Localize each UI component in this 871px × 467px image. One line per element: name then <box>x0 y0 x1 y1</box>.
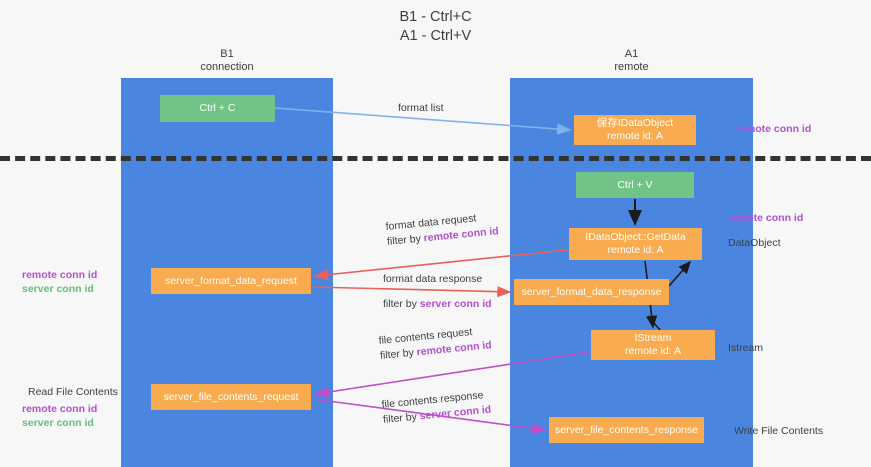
node-server-format-data-response[interactable]: server_format_data_response <box>514 279 669 305</box>
annotation-left-remote-conn-id-1: remote conn id <box>22 269 98 281</box>
node-server-file-contents-request[interactable]: server_file_contents_request <box>151 384 311 410</box>
node-idataobject-getdata-title: IDataObject::GetData <box>585 231 686 243</box>
edge-label-format-data-request-prefix: filter by <box>386 232 425 248</box>
edge-label-format-list-text: format list <box>398 102 444 114</box>
annotation-left-remote-conn-id-2: remote conn id <box>22 403 98 415</box>
node-server-format-data-request-label: server_format_data_request <box>165 274 297 287</box>
node-ctrl-v-label: Ctrl + V <box>617 178 653 191</box>
edge-label-format-list: format list <box>398 101 444 116</box>
page-title-line-1: B1 - Ctrl+C <box>399 9 472 25</box>
edge-label-format-data-response: format data response filter by server co… <box>383 272 492 312</box>
phase-divider <box>0 156 871 161</box>
edge-label-format-data-response-line1: format data response <box>383 273 483 285</box>
node-ctrl-v[interactable]: Ctrl + V <box>576 172 694 198</box>
lane-header-b1: B1 connection <box>121 48 333 74</box>
node-server-file-contents-response-label: server_file_contents_response <box>554 423 698 436</box>
annotation-read-file-contents: Read File Contents <box>28 386 118 398</box>
node-save-idataobject-sub: remote id: A <box>606 130 664 142</box>
node-idataobject-getdata-sub: remote id: A <box>607 244 664 256</box>
lane-header-a1: A1 remote <box>510 48 753 74</box>
annotation-istream: Istream <box>728 342 764 354</box>
page-title-line-2: A1 - Ctrl+V <box>399 28 472 44</box>
node-ctrl-c-label: Ctrl + C <box>199 102 236 114</box>
annotation-dataobject: DataObject <box>728 237 781 249</box>
node-istream-sub: remote id: A <box>624 345 682 357</box>
annotation-left-conn-ids-1: remote conn id server conn id <box>22 268 97 296</box>
edge-label-format-data-response-key: server conn id <box>419 298 492 310</box>
edge-label-format-data-response-prefix: filter by <box>383 298 420 310</box>
edge-label-file-contents-request-prefix: filter by <box>379 346 418 362</box>
lane-header-b1-subtitle: connection <box>200 61 254 73</box>
node-idataobject-getdata[interactable]: IDataObject::GetData remote id: A <box>569 228 702 260</box>
annotation-left-server-conn-id-2: server conn id <box>22 417 94 429</box>
edge-label-file-contents-response: file contents response filter by server … <box>381 388 492 428</box>
annotation-remote-conn-id-mid: remote conn id <box>728 212 804 224</box>
node-istream-title: IStream <box>634 332 672 344</box>
node-save-idataobject[interactable]: 保存IDataObject remote id: A <box>574 115 696 145</box>
node-save-idataobject-title: 保存IDataObject <box>596 117 674 129</box>
edge-label-file-contents-request: file contents request filter by remote c… <box>378 323 492 364</box>
lane-header-a1-subtitle: remote <box>614 61 649 73</box>
node-server-file-contents-response[interactable]: server_file_contents_response <box>549 417 704 443</box>
edge-label-file-contents-response-prefix: filter by <box>382 410 421 426</box>
node-istream[interactable]: IStream remote id: A <box>591 330 715 360</box>
node-ctrl-c[interactable]: Ctrl + C <box>160 95 275 122</box>
lane-header-b1-name: B1 <box>220 48 234 60</box>
node-server-format-data-request[interactable]: server_format_data_request <box>151 268 311 294</box>
edge-label-format-data-request: format data request filter by remote con… <box>385 209 499 250</box>
annotation-write-file-contents: Write File Contents <box>734 425 824 437</box>
annotation-left-server-conn-id-1: server conn id <box>22 283 94 295</box>
node-server-file-contents-request-label: server_file_contents_request <box>163 390 299 403</box>
annotation-left-conn-ids-2: remote conn id server conn id <box>22 402 97 430</box>
node-server-format-data-response-label: server_format_data_response <box>521 285 662 298</box>
annotation-remote-conn-id-top: remote conn id <box>736 123 812 135</box>
lane-header-a1-name: A1 <box>624 48 639 60</box>
